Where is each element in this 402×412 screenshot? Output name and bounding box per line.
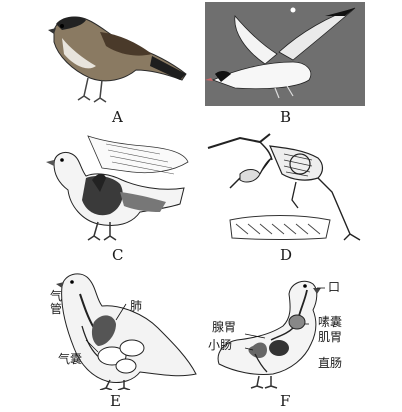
panel-b-gull-photo bbox=[205, 2, 365, 106]
panel-a-sparrow bbox=[40, 8, 190, 106]
panel-c-bird-anatomy bbox=[40, 132, 190, 244]
caption-f: F bbox=[280, 392, 291, 410]
label-small-intestine: 小肠 bbox=[208, 338, 233, 352]
sparrow-illustration bbox=[48, 16, 187, 103]
bird-skeleton-illustration bbox=[207, 133, 361, 241]
caption-c: C bbox=[112, 246, 124, 264]
digestive-system-illustration bbox=[217, 280, 325, 389]
panel-f-digestive bbox=[205, 268, 365, 390]
label-proventriculus: 腺胃 bbox=[212, 320, 237, 334]
caption-b: B bbox=[280, 108, 292, 126]
panel-e-respiratory bbox=[40, 266, 200, 390]
label-crop: 嗉囊 bbox=[318, 315, 343, 329]
panel-d-bird-skeleton bbox=[200, 130, 370, 246]
label-lung: 肺 bbox=[130, 299, 143, 313]
respiratory-system-illustration bbox=[56, 273, 197, 390]
caption-e: E bbox=[110, 392, 121, 410]
caption-a: A bbox=[112, 108, 123, 126]
gull-photo bbox=[205, 2, 365, 106]
caption-d: D bbox=[280, 246, 293, 264]
label-mouth: 口 bbox=[328, 280, 341, 294]
label-trachea: 气 管 bbox=[50, 289, 63, 316]
label-rectum: 直肠 bbox=[318, 356, 343, 370]
bird-anatomy-illustration bbox=[46, 135, 189, 241]
label-air-sac: 气囊 bbox=[58, 352, 83, 366]
label-gizzard: 肌胃 bbox=[318, 330, 343, 344]
